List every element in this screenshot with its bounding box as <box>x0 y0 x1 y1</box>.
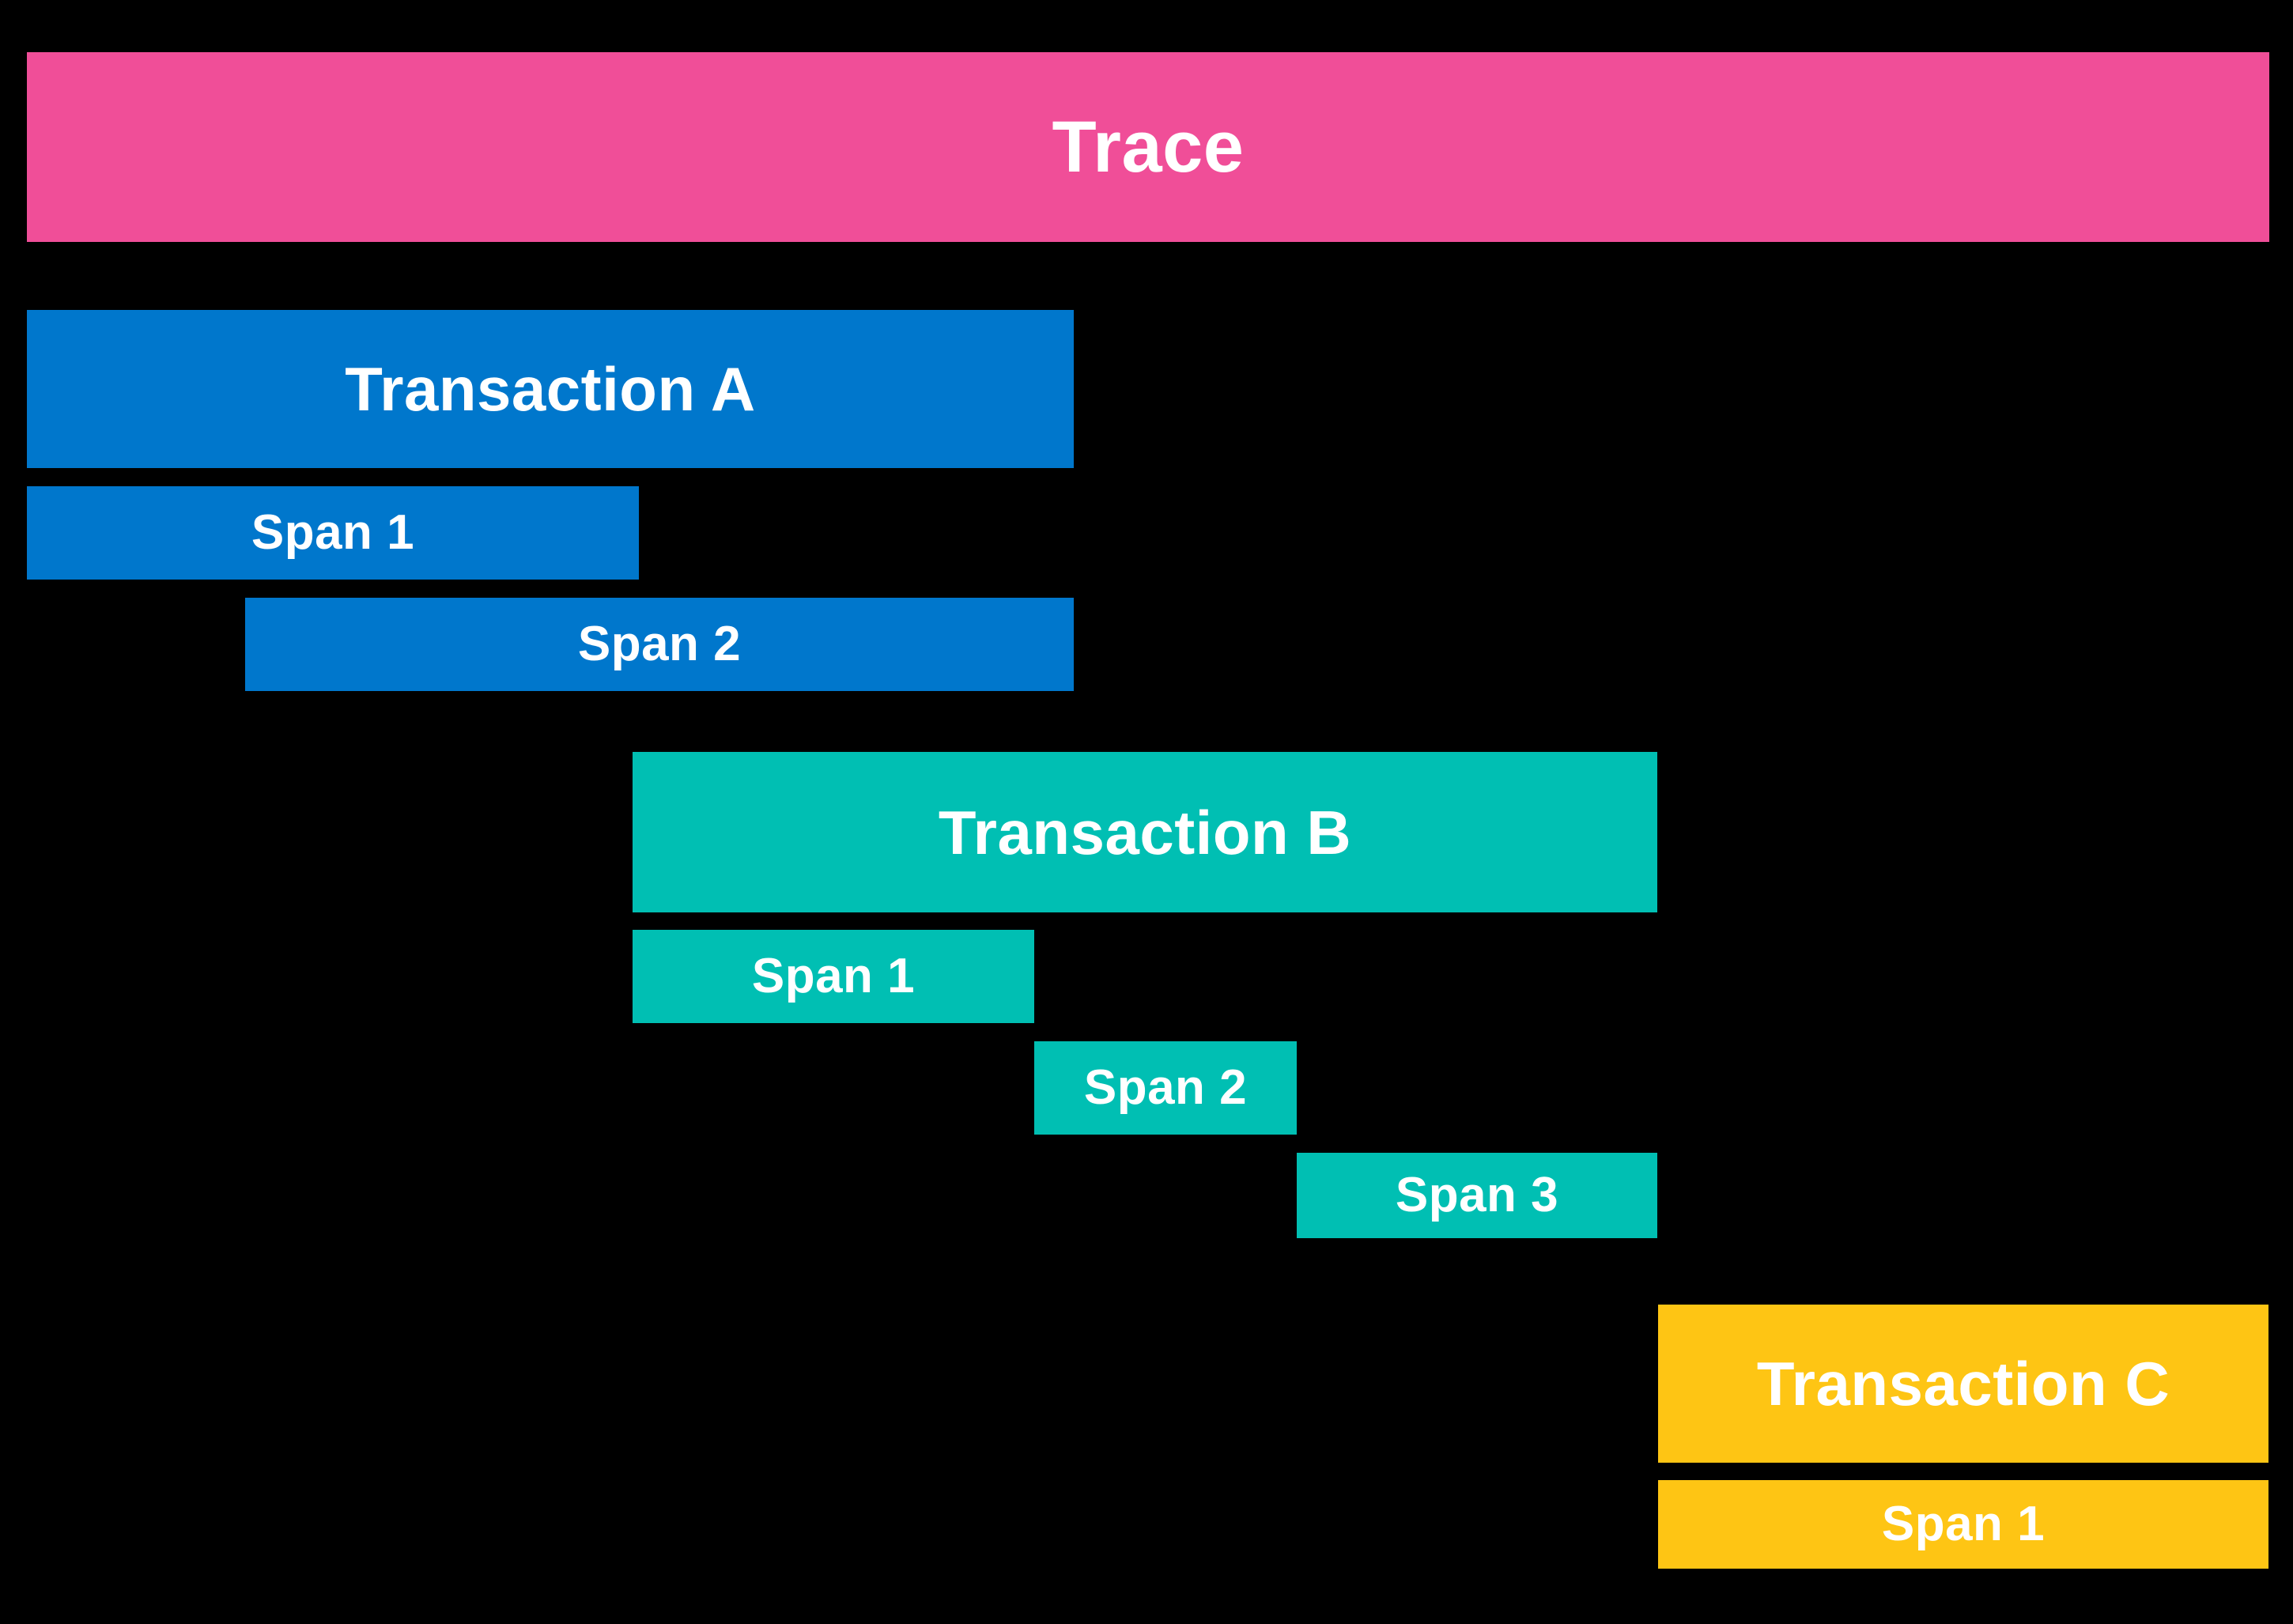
transaction-a-span-1-bar: Span 1 <box>27 486 639 580</box>
transaction-b-span-2-bar: Span 2 <box>1034 1041 1297 1135</box>
transaction-c-label: Transaction C <box>1756 1349 2170 1418</box>
transaction-c-span-1-bar: Span 1 <box>1658 1480 2268 1569</box>
transaction-b-span-3-bar: Span 3 <box>1297 1153 1657 1238</box>
transaction-c-span-1-label: Span 1 <box>1881 1497 2046 1551</box>
transaction-b-bar: Transaction B <box>633 752 1657 912</box>
trace-label: Trace <box>1052 107 1245 187</box>
trace-bar: Trace <box>27 52 2269 242</box>
transaction-a-bar: Transaction A <box>27 310 1074 468</box>
transaction-c-bar: Transaction C <box>1658 1305 2268 1463</box>
transaction-a-span-1-label: Span 1 <box>251 505 415 560</box>
transaction-a-label: Transaction A <box>345 354 756 424</box>
transaction-b-span-1-label: Span 1 <box>751 949 916 1003</box>
transaction-b-label: Transaction B <box>938 797 1352 867</box>
transaction-a-span-2-label: Span 2 <box>577 617 742 671</box>
transaction-b-span-2-label: Span 2 <box>1083 1060 1248 1115</box>
transaction-a-span-2-bar: Span 2 <box>245 598 1074 691</box>
transaction-b-span-3-label: Span 3 <box>1395 1168 1559 1222</box>
transaction-b-span-1-bar: Span 1 <box>633 930 1034 1023</box>
